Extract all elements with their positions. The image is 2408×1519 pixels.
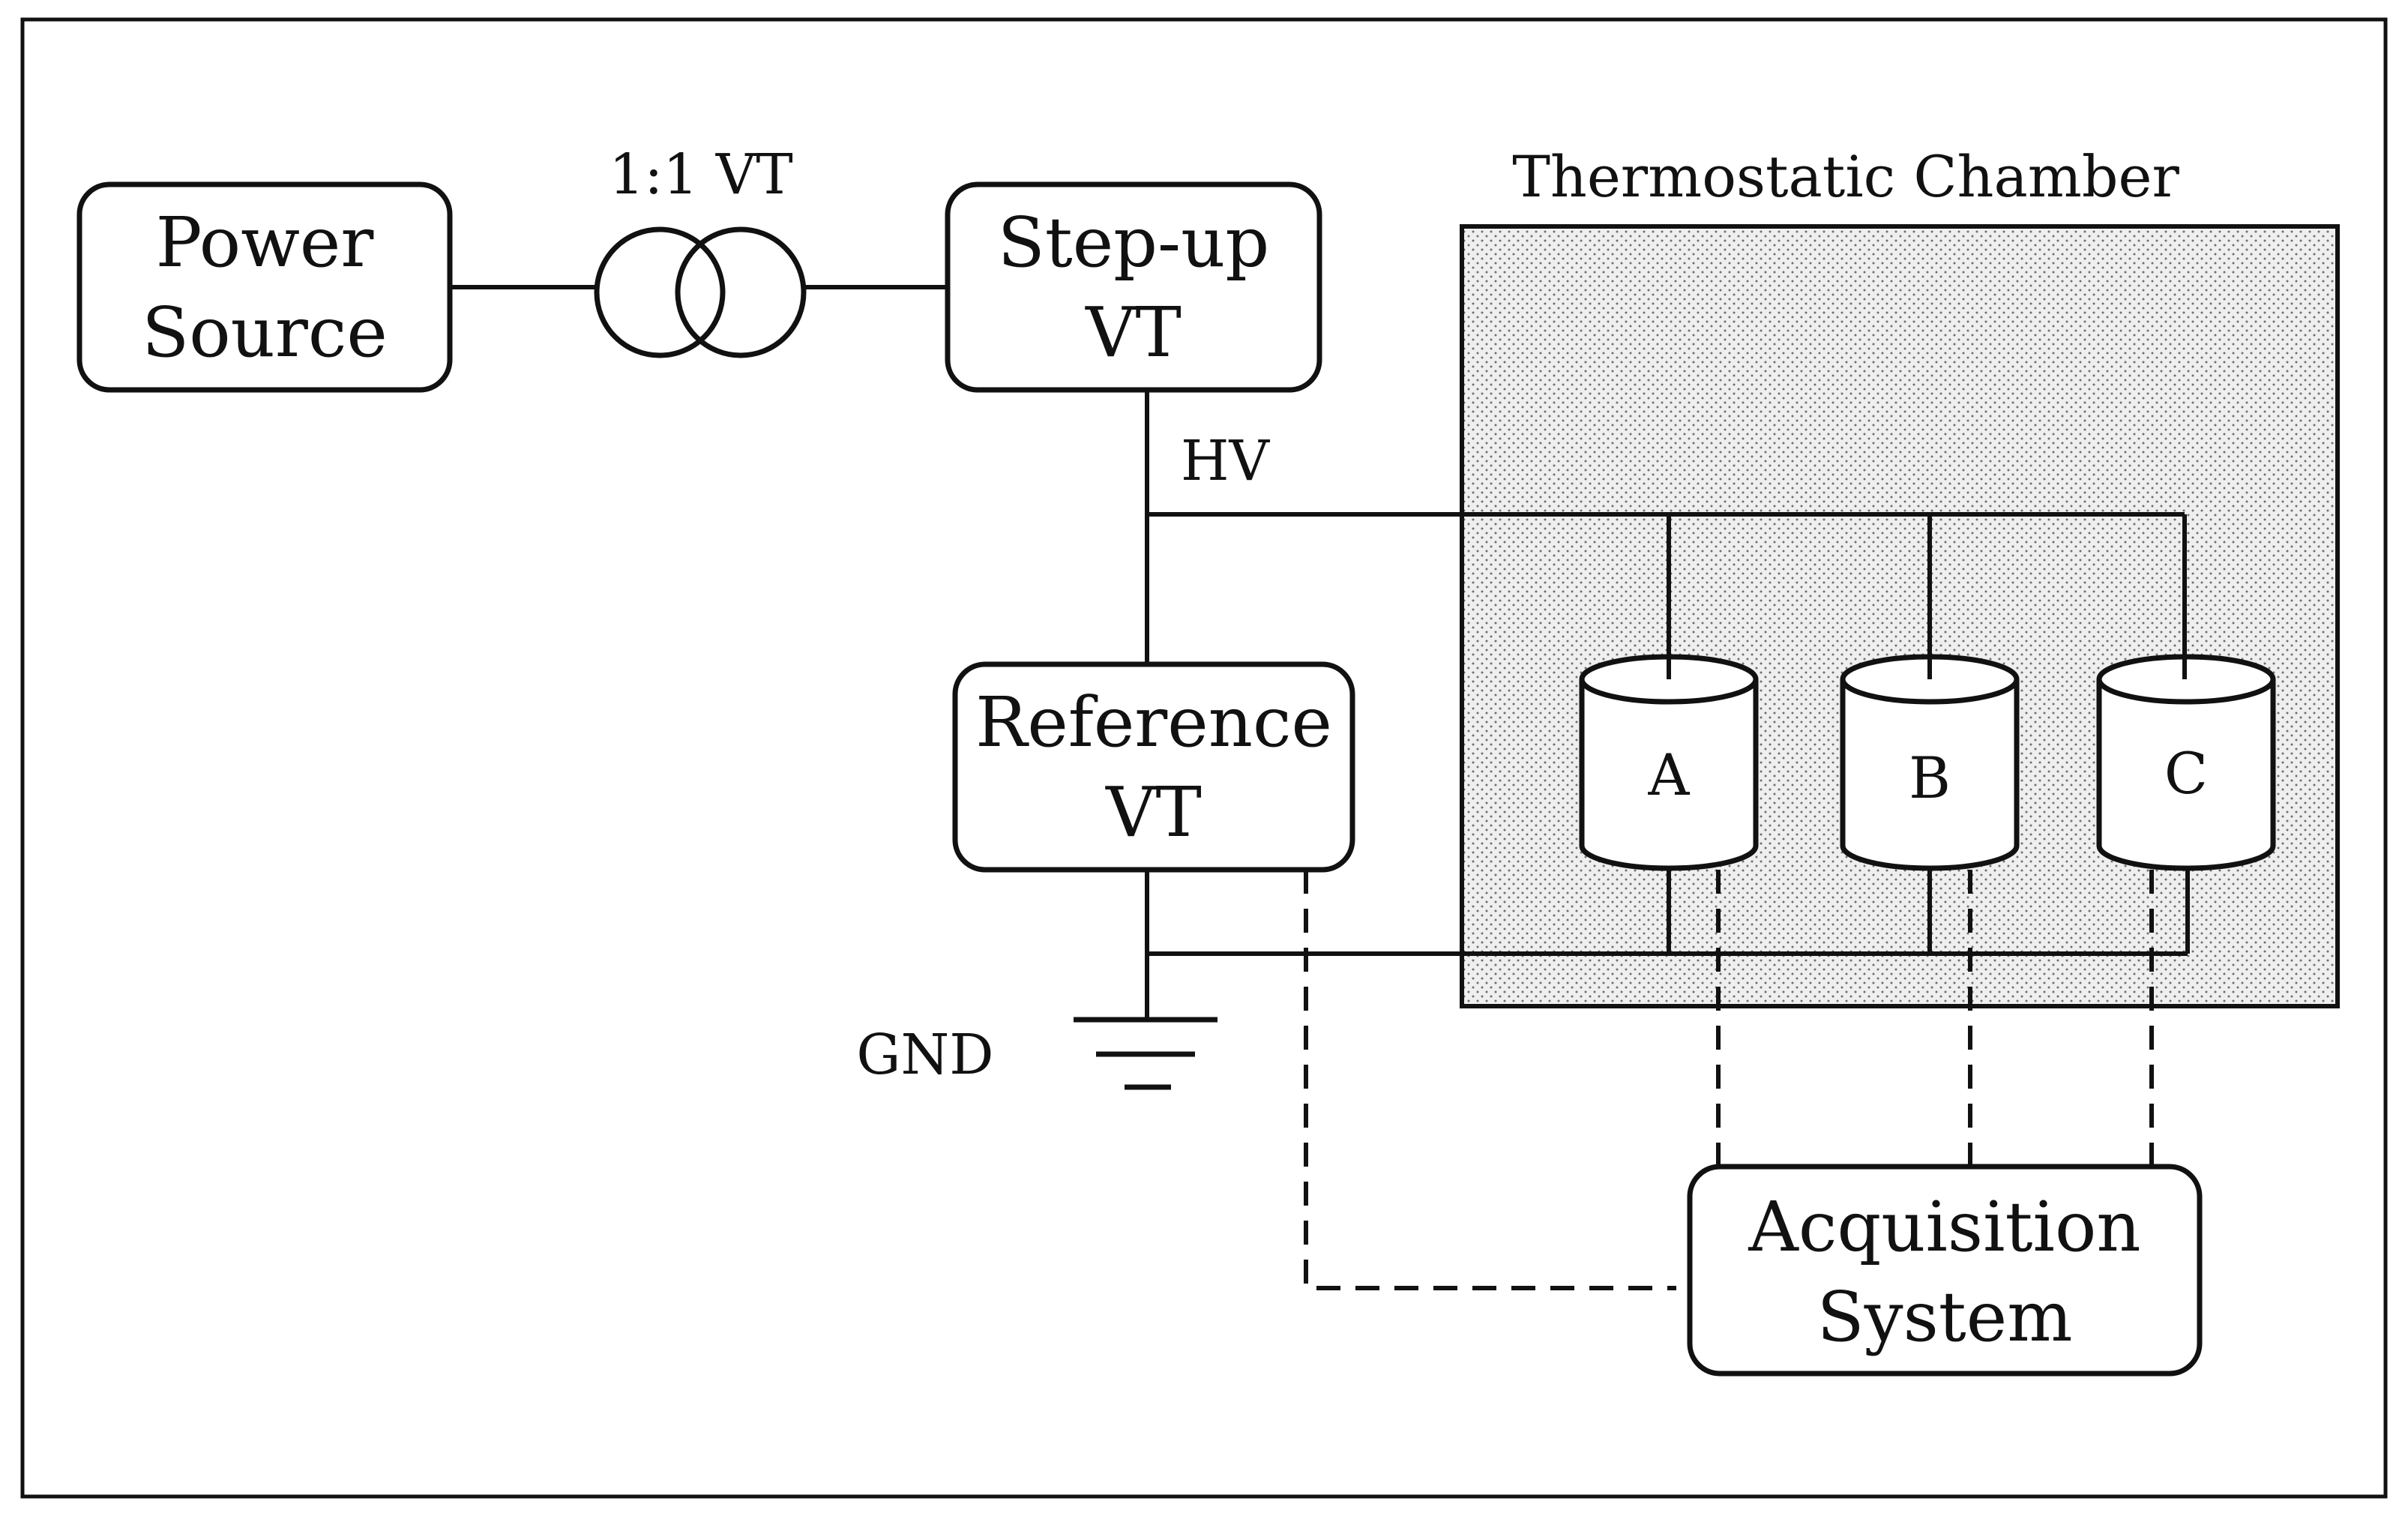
sample-label-c: C [2164, 740, 2208, 807]
power-source-label-2: Source [142, 292, 388, 373]
chamber-title: Thermostatic Chamber [1512, 143, 2179, 210]
step-up-label-2: VT [1085, 292, 1182, 373]
signal-line-reference [1304, 870, 1676, 1290]
reference-label-1: Reference [975, 682, 1332, 762]
vt-coil-left [594, 226, 726, 358]
step-up-label-1: Step-up [998, 202, 1270, 283]
sample-label-b: B [1909, 745, 1951, 811]
vt-coil-right [675, 226, 807, 358]
thermostatic-chamber [1460, 224, 2340, 1008]
acquisition-system-box [1687, 1164, 2203, 1377]
sample-cylinder-a: A [1579, 654, 1759, 871]
acquisition-label-1: Acquisition [1748, 1187, 2140, 1267]
gnd-label: GND [856, 1023, 993, 1087]
outer-frame [20, 17, 2388, 1499]
acquisition-label-2: System [1817, 1277, 2073, 1357]
reference-vt-box [952, 661, 1355, 873]
step-up-vt-box [945, 181, 1322, 393]
power-source-label-1: Power [156, 202, 374, 283]
reference-label-2: VT [1105, 772, 1202, 852]
sample-cylinder-c: C [2096, 654, 2276, 871]
hv-label: HV [1181, 429, 1271, 493]
vt-ratio-label: 1:1 VT [609, 142, 792, 207]
sample-label-a: A [1648, 742, 1691, 808]
sample-cylinder-b: B [1840, 654, 2020, 871]
